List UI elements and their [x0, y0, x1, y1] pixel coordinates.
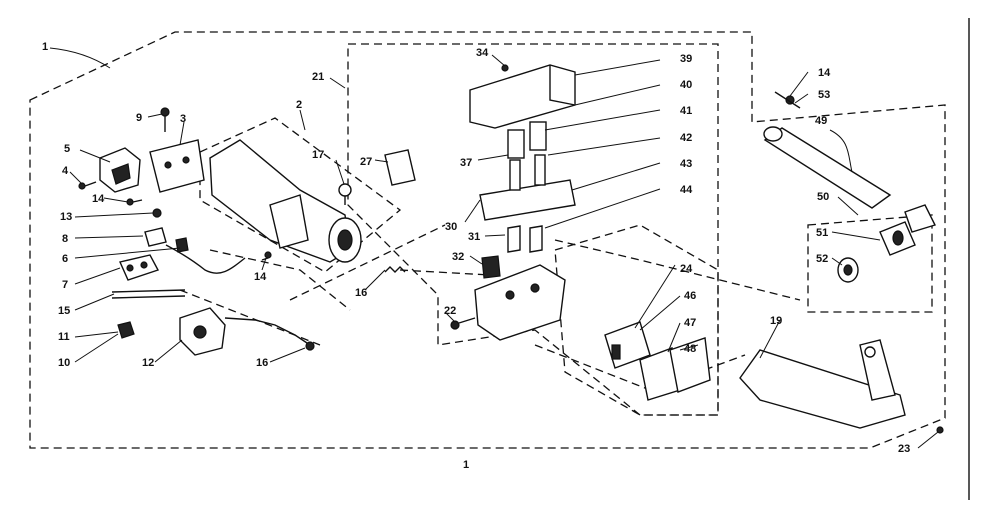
- callout-34: 34: [476, 47, 489, 59]
- callout-43: 43: [680, 158, 692, 170]
- part-48-shield: [669, 337, 711, 393]
- part-41-pistons: [507, 121, 547, 159]
- part-14-screw-left: [126, 198, 143, 206]
- connector-line-c: [554, 239, 801, 301]
- part-31-fittings: [507, 225, 543, 253]
- callout-14-burner: 14: [254, 271, 267, 283]
- part-7-switch: [119, 254, 160, 281]
- connector-line-f: [209, 249, 351, 311]
- part-14-screw-burner: [261, 251, 272, 261]
- callout-52: 52: [816, 253, 828, 265]
- callout-22: 22: [444, 305, 456, 317]
- callout-32: 32: [452, 251, 464, 263]
- valve-subassembly-boundary: [347, 43, 719, 416]
- callout-41: 41: [680, 105, 692, 117]
- part-16-lead: [224, 317, 315, 351]
- part-50-coupling: [904, 204, 936, 233]
- burner-subassembly-boundary: [199, 117, 402, 273]
- pilot-box-boundary: [554, 224, 719, 416]
- callout-6: 6: [62, 253, 68, 265]
- callout-4: 4: [62, 165, 69, 177]
- part-18-spring: [384, 266, 406, 273]
- part-52-nut: [837, 257, 859, 283]
- part-12-igniter: [179, 307, 226, 356]
- callout-46: 46: [684, 290, 696, 302]
- connector-line-a: [289, 224, 446, 301]
- callout-42: 42: [680, 132, 692, 144]
- callout-5: 5: [64, 143, 70, 155]
- part-2-burner: [209, 139, 362, 263]
- callout-2: 2: [296, 99, 302, 111]
- callout-31: 31: [468, 231, 480, 243]
- callout-16-bottom: 16: [256, 357, 268, 369]
- callout-30: 30: [445, 221, 457, 233]
- part-8-connector: [144, 227, 189, 253]
- callout-8: 8: [62, 233, 68, 245]
- callout-14-left: 14: [92, 193, 105, 205]
- callout-51: 51: [816, 227, 828, 239]
- callout-11: 11: [58, 331, 70, 343]
- callout-13: 13: [60, 211, 72, 223]
- callout-1-bottom: 1: [463, 459, 469, 471]
- callout-27: 27: [360, 156, 372, 168]
- callout-24: 24: [680, 263, 693, 275]
- callout-14-top-right: 14: [818, 67, 831, 79]
- callout-12: 12: [142, 357, 154, 369]
- callout-44: 44: [680, 184, 693, 196]
- part-4-screw: [78, 181, 97, 190]
- valve-base-assembly: [474, 264, 566, 341]
- part-5-bracket: [99, 147, 141, 193]
- part-19-bracket: [739, 339, 906, 429]
- connector-line-b: [399, 269, 491, 276]
- part-13-clip: [152, 208, 162, 218]
- callout-47: 47: [684, 317, 696, 329]
- part-6-wire: [165, 244, 246, 274]
- callout-7: 7: [62, 279, 68, 291]
- callout-23: 23: [898, 443, 910, 455]
- callout-17: 17: [312, 149, 324, 161]
- part-9-screw: [160, 107, 170, 132]
- callout-3: 3: [180, 113, 186, 125]
- part-23-screw: [936, 426, 944, 434]
- part-3-plate: [149, 139, 205, 193]
- part-53-fitting: [774, 91, 801, 109]
- part-32-nut: [481, 255, 501, 279]
- part-15-rod: [111, 289, 186, 299]
- callout-19: 19: [770, 315, 782, 327]
- callout-48: 48: [684, 343, 696, 355]
- part-27-plate: [384, 149, 416, 186]
- part-17-knob: [338, 183, 352, 205]
- callout-16-middle: 16: [355, 287, 367, 299]
- callout-37: 37: [460, 157, 472, 169]
- part-39-cover: [469, 64, 576, 129]
- callout-15: 15: [58, 305, 70, 317]
- part-11-nut: [117, 321, 135, 339]
- callout-40: 40: [680, 79, 692, 91]
- part-43-valve-body: [479, 154, 576, 221]
- callout-9: 9: [136, 112, 142, 124]
- thermocouple-subassembly-boundary: [807, 214, 933, 313]
- part-46-pilot: [604, 321, 651, 369]
- callout-53: 53: [818, 89, 830, 101]
- callout-49: 49: [815, 115, 827, 127]
- part-22-screw: [450, 317, 476, 330]
- part-49-tube: [763, 126, 892, 209]
- leader-lines: [49, 47, 939, 449]
- outer-assembly-boundary: [29, 31, 946, 449]
- callout-50: 50: [817, 191, 829, 203]
- callout-10: 10: [58, 357, 70, 369]
- part-51-fitting: [879, 221, 916, 256]
- callout-labels: 1 2 3 4 5 6 7 8 9 10 11 12 13 14 14 14 1…: [42, 41, 910, 471]
- callout-39: 39: [680, 53, 692, 65]
- callout-21: 21: [312, 71, 324, 83]
- callout-1: 1: [42, 41, 48, 53]
